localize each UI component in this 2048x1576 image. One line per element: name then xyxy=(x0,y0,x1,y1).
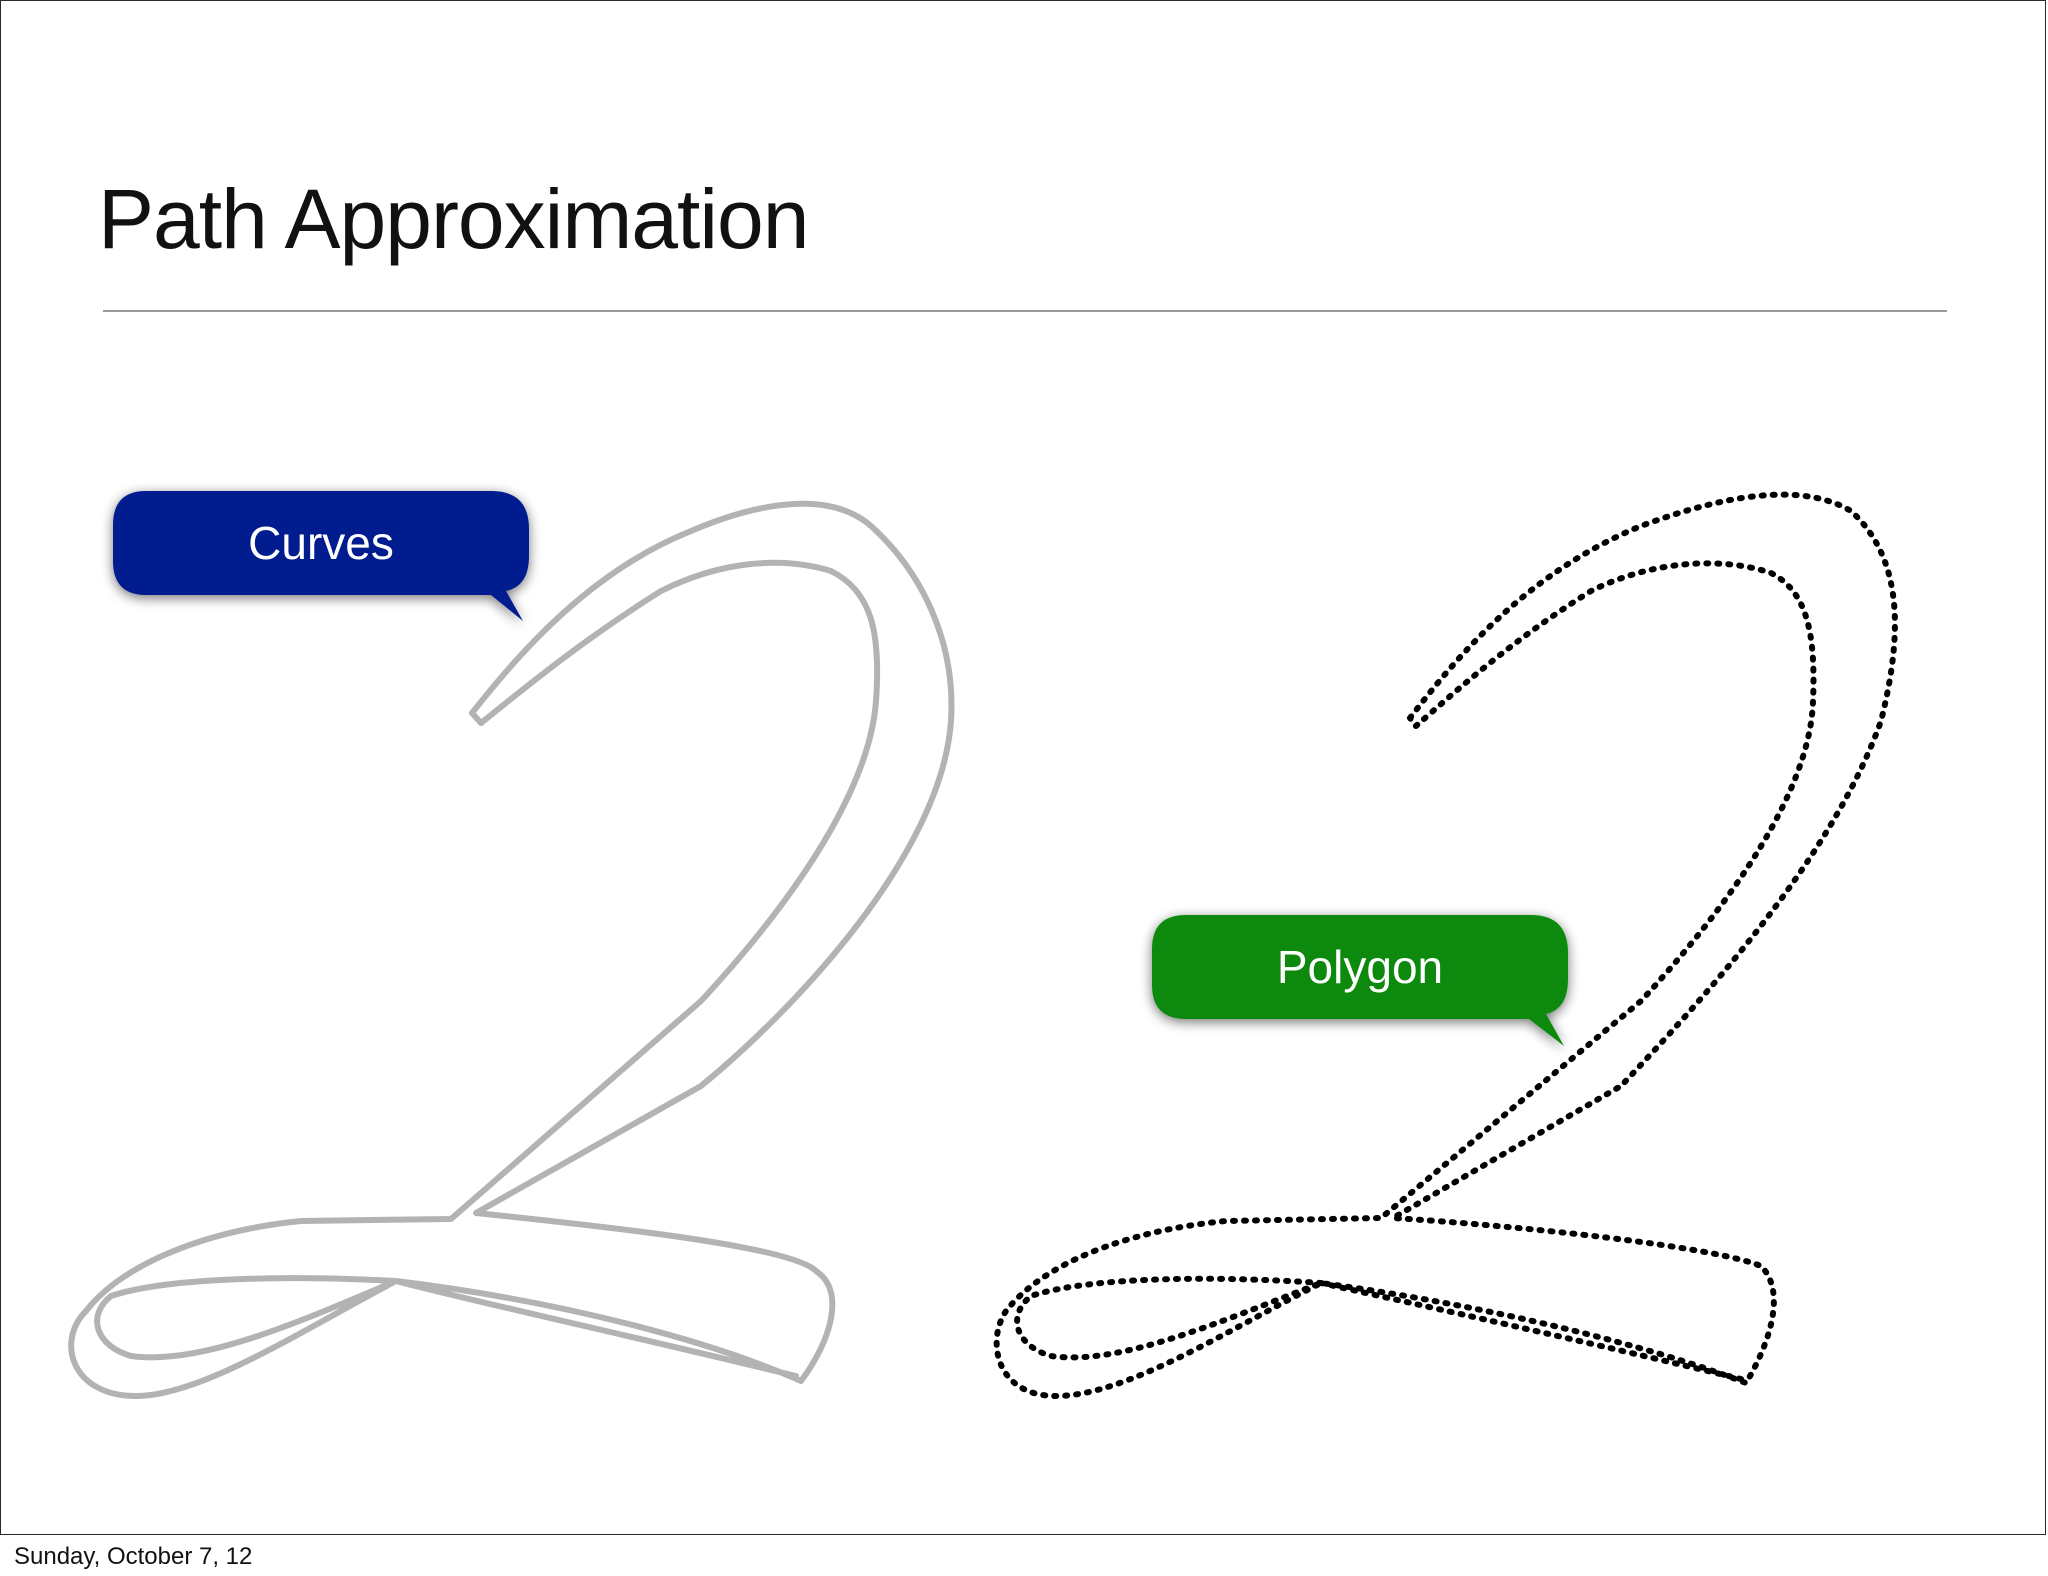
curves-label: Curves xyxy=(248,517,394,569)
footer-date: Sunday, October 7, 12 xyxy=(14,1542,252,1572)
curve-outline-two xyxy=(71,504,951,1396)
path-approximation-figure: Curves Polygon xyxy=(1,1,2048,1536)
polygon-callout: Polygon xyxy=(1152,915,1568,1046)
slide-frame: Path Approximation Curves xyxy=(0,0,2046,1535)
curves-callout: Curves xyxy=(113,491,529,621)
polygon-label: Polygon xyxy=(1277,941,1443,993)
